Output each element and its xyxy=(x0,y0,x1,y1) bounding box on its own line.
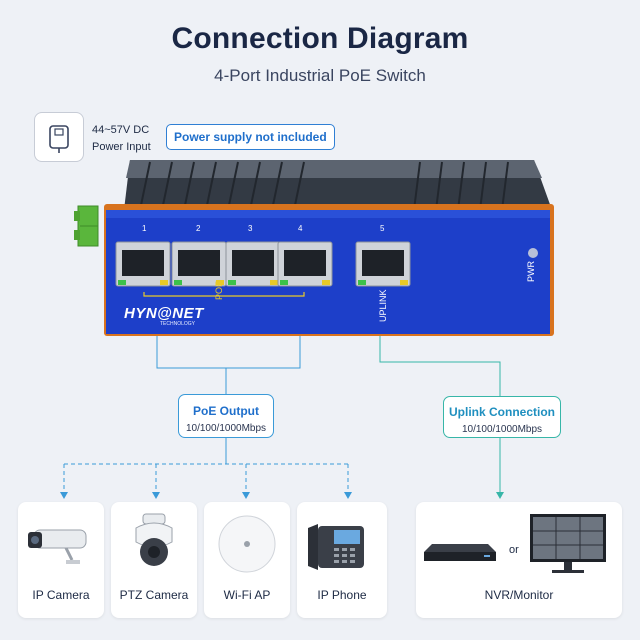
power-input-box xyxy=(34,112,84,162)
pwr-label: PWR xyxy=(526,261,536,282)
device-label: NVR/Monitor xyxy=(484,588,554,602)
brand-logo: HYN@NET xyxy=(124,305,204,322)
uplink-box: Uplink Connection 10/100/1000Mbps xyxy=(443,396,561,438)
poe-arrowheads xyxy=(60,492,352,499)
or-text: or xyxy=(509,544,519,556)
rj45-port-4[interactable] xyxy=(277,241,333,287)
port-number-1: 1 xyxy=(142,224,147,233)
port-number-3: 3 xyxy=(248,224,253,233)
uplink-arrowhead xyxy=(496,492,504,499)
power-spec: 44~57V DC Power Input xyxy=(92,122,151,156)
power-terminal xyxy=(74,205,99,247)
port-number-4: 4 xyxy=(298,224,303,233)
page-title: Connection Diagram xyxy=(171,22,469,55)
poe-bracket xyxy=(143,292,305,297)
poe-label: POE xyxy=(214,280,224,300)
page-subtitle: 4-Port Industrial PoE Switch xyxy=(214,66,426,85)
poe-connection-lines xyxy=(63,336,349,494)
device-card-ip-phone: IP Phone xyxy=(297,502,387,618)
port-number-2: 2 xyxy=(196,224,201,233)
rj45-port-2[interactable] xyxy=(171,241,227,287)
power-voltage: 44~57V DC xyxy=(92,124,150,136)
device-card-wifi-ap: Wi-Fi AP xyxy=(204,502,290,618)
device-card-ip-camera: IP Camera xyxy=(18,502,104,618)
power-notice: Power supply not included xyxy=(166,124,335,150)
rj45-port-3[interactable] xyxy=(225,241,281,287)
switch-top-heatsink xyxy=(124,160,552,211)
rj45-port-1[interactable] xyxy=(115,241,171,287)
device-label: Wi-Fi AP xyxy=(223,588,271,602)
uplink-label-text: Uplink Connection xyxy=(449,405,555,419)
device-label: IP Phone xyxy=(317,588,367,602)
device-label: PTZ Camera xyxy=(119,588,189,602)
uplink-connection-line xyxy=(379,336,501,494)
poe-output-box: PoE Output 10/100/1000Mbps xyxy=(178,394,274,438)
device-card-nvr-monitor: or NVR/Monitor xyxy=(416,502,622,618)
poe-output-label: PoE Output xyxy=(193,404,259,418)
poe-output-speed: 10/100/1000Mbps xyxy=(185,423,267,434)
uplink-label: UPLINK xyxy=(378,289,388,322)
power-adapter-icon xyxy=(49,125,69,153)
port-number-5: 5 xyxy=(380,224,385,233)
pwr-led xyxy=(528,248,538,258)
device-label: IP Camera xyxy=(32,588,90,602)
uplink-speed: 10/100/1000Mbps xyxy=(461,424,543,435)
rj45-port-5[interactable] xyxy=(355,241,411,287)
device-card-ptz-camera: PTZ Camera xyxy=(111,502,197,618)
power-input-label: Power Input xyxy=(92,141,151,153)
brand-tagline: TECHNOLOGY xyxy=(160,321,196,327)
